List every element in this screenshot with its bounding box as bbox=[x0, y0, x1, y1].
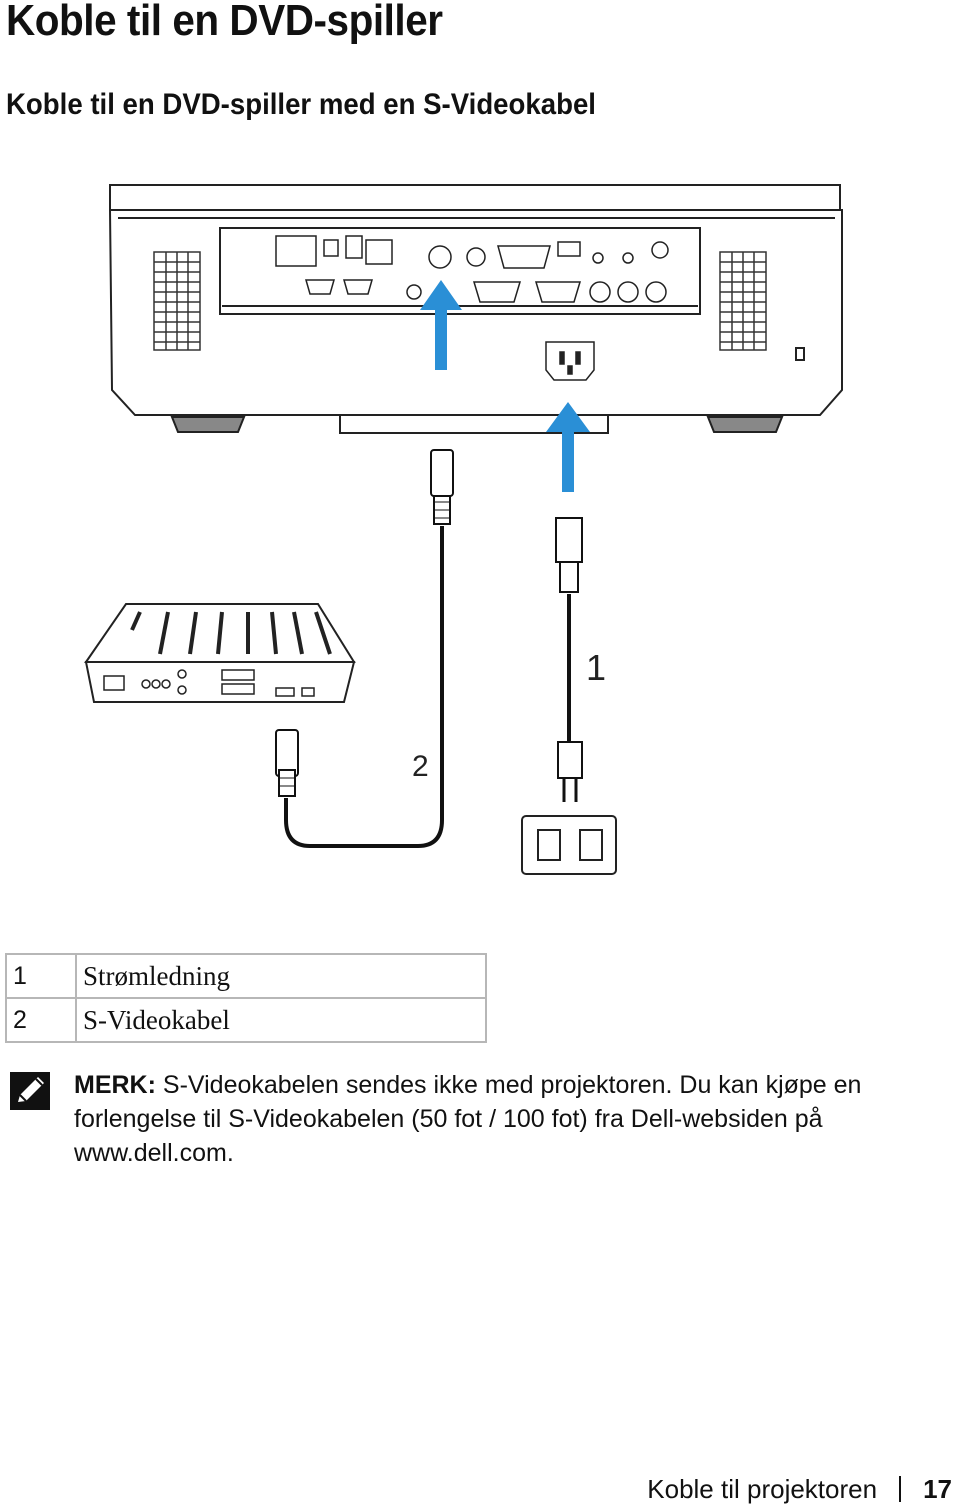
wall-outlet bbox=[521, 815, 617, 875]
note-end: . bbox=[226, 1139, 234, 1167]
note-text: MERK: S-Videokabelen sendes ikke med pro… bbox=[74, 1068, 874, 1170]
arrow-svideo bbox=[420, 280, 462, 370]
note-body: S-Videokabelen sendes ikke med projektor… bbox=[74, 1071, 862, 1133]
page-footer: Koble til projektoren 17 bbox=[647, 1474, 952, 1505]
power-cable bbox=[555, 517, 583, 802]
table-row: 1 Strømledning bbox=[5, 953, 487, 999]
connection-diagram: 1 2 bbox=[84, 184, 843, 875]
legend-label: S-Videokabel bbox=[75, 997, 487, 1043]
dell-link[interactable]: www.dell.com bbox=[74, 1139, 227, 1167]
legend-number: 2 bbox=[5, 997, 77, 1043]
s-video-cable bbox=[275, 449, 454, 848]
arrow-power bbox=[546, 402, 590, 492]
footer-divider bbox=[899, 1476, 902, 1502]
page-title: Koble til en DVD-spiller bbox=[6, 0, 443, 45]
table-row: 2 S-Videokabel bbox=[5, 997, 487, 1043]
note-pencil-icon bbox=[10, 1072, 50, 1110]
footer-section: Koble til projektoren bbox=[647, 1474, 878, 1504]
left-vent bbox=[153, 251, 201, 351]
legend-table: 1 Strømledning 2 S-Videokabel bbox=[5, 953, 487, 1043]
projector bbox=[108, 184, 843, 434]
section-subtitle: Koble til en DVD-spiller med en S-Videok… bbox=[6, 88, 596, 121]
note-label: MERK: bbox=[74, 1071, 156, 1099]
callout-1: 1 bbox=[586, 647, 606, 688]
page-number: 17 bbox=[923, 1474, 952, 1504]
projector-ports bbox=[275, 235, 669, 381]
legend-label: Strømledning bbox=[75, 953, 487, 999]
dvd-player bbox=[84, 603, 356, 703]
legend-number: 1 bbox=[5, 953, 77, 999]
callout-2: 2 bbox=[412, 750, 429, 783]
right-vent bbox=[719, 251, 767, 351]
